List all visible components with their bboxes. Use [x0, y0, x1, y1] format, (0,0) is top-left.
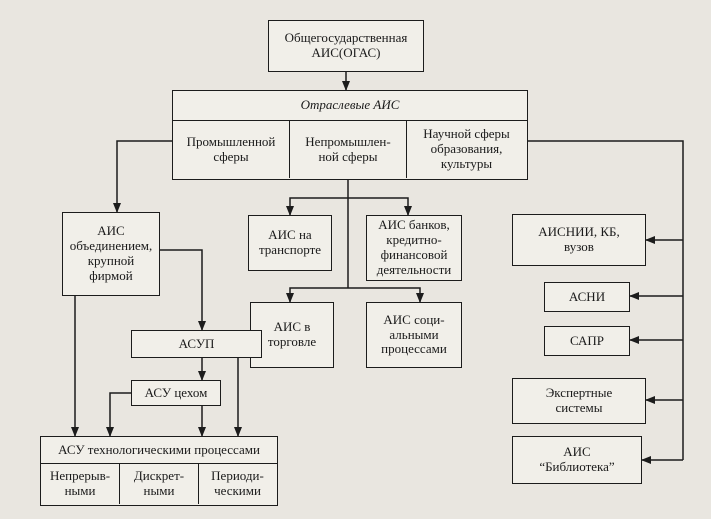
ais-transport-label: АИС на транспорте: [258, 227, 322, 257]
asup-box: АСУП: [131, 330, 262, 358]
sectoral-science: Научной сферы образования, культуры: [423, 126, 510, 171]
ais-trade-box: АИС в торговле: [250, 302, 334, 368]
arrow-enterprise-to-asup: [160, 249, 206, 331]
sectoral-nonindustrial: Непромышлен- ной сферы: [290, 121, 407, 178]
sapr-box: САПР: [544, 326, 630, 356]
ais-nii-label: АИСНИИ, КБ, вузов: [538, 224, 620, 254]
sectoral-industrial: Промышленной сферы: [173, 121, 290, 178]
ais-banks-label: АИС банков, кредитно- финансовой деятель…: [376, 217, 452, 277]
ais-transport-box: АИС на транспорте: [248, 215, 332, 271]
library-label: АИС “Библиотека”: [539, 444, 615, 474]
asutp-discrete: Дискрет- ными: [120, 464, 199, 504]
sectoral-ais-box: Отраслевые АИС Промышленной сферы Непром…: [172, 90, 528, 180]
ogas-label: Общегосударственная АИС(ОГАС): [284, 30, 408, 60]
asutp-periodic: Периоди- ческими: [211, 468, 264, 498]
ais-banks-box: АИС банков, кредитно- финансовой деятель…: [366, 215, 462, 281]
asu-shop-box: АСУ цехом: [131, 380, 221, 406]
asutp-title: АСУ технологическими процессами: [41, 437, 277, 464]
asu-shop-label: АСУ цехом: [144, 384, 208, 400]
line-science-right: [528, 140, 684, 460]
expert-systems-box: Экспертные системы: [512, 378, 646, 424]
arrow-to-trade: [286, 287, 348, 303]
asutp-continuous: Непрерыв- ными: [41, 464, 120, 504]
ais-enterprise-label: АИС объединением, крупной фирмой: [69, 223, 153, 283]
ais-trade-label: АИС в торговле: [267, 319, 317, 349]
ais-social-label: АИС соци- альными процессами: [381, 311, 447, 357]
sapr-label: САПР: [569, 332, 605, 348]
arrow-to-social: [348, 287, 424, 303]
asni-label: АСНИ: [568, 288, 606, 304]
arrow-industrial-to-enterprise: [113, 140, 172, 213]
asni-box: АСНИ: [544, 282, 630, 312]
arrow-shop-to-asutp-left: [106, 392, 131, 437]
library-box: АИС “Библиотека”: [512, 436, 642, 484]
ais-social-box: АИС соци- альными процессами: [366, 302, 462, 368]
ais-nii-box: АИСНИИ, КБ, вузов: [512, 214, 646, 266]
asutp-box: АСУ технологическими процессами Непрерыв…: [40, 436, 278, 506]
arrow-to-transport: [286, 197, 348, 216]
asup-label: АСУП: [178, 335, 215, 351]
arrow-to-banks: [348, 197, 412, 216]
ogas-box: Общегосударственная АИС(ОГАС): [268, 20, 424, 72]
sectoral-ais-title: Отраслевые АИС: [173, 91, 527, 121]
ais-enterprise-box: АИС объединением, крупной фирмой: [62, 212, 160, 296]
expert-systems-label: Экспертные системы: [545, 385, 613, 415]
